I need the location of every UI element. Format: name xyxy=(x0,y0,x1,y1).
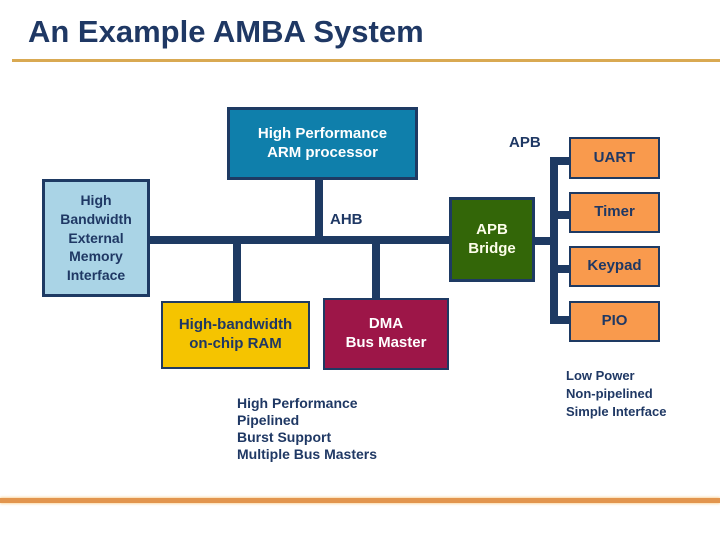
ahb-bus-line xyxy=(150,236,449,244)
connector-bridge-to-apb xyxy=(535,237,555,245)
title-underline xyxy=(12,59,720,62)
apb-bus-label: APB xyxy=(509,134,541,151)
ahb-features-note: High Performance Pipelined Burst Support… xyxy=(237,395,378,462)
node-apb-bridge: APB Bridge xyxy=(449,197,535,282)
node-uart: UART xyxy=(569,137,660,179)
page-title: An Example AMBA System xyxy=(28,14,424,49)
node-dma-bus-master: DMA Bus Master xyxy=(323,298,449,370)
node-keypad: Keypad xyxy=(569,246,660,287)
connector-ahb-to-dma xyxy=(372,242,380,299)
connector-ahb-to-ram xyxy=(233,242,241,302)
node-timer: Timer xyxy=(569,192,660,233)
connector-apb-to-keypad xyxy=(556,265,570,273)
apb-bus-line xyxy=(550,157,558,324)
apb-features-note: Low Power Non-pipelined Simple Interface xyxy=(566,368,667,419)
connector-arm-to-ahb xyxy=(315,178,323,238)
node-on-chip-ram: High-bandwidth on-chip RAM xyxy=(161,301,310,369)
node-pio: PIO xyxy=(569,301,660,342)
connector-apb-to-uart xyxy=(556,157,570,165)
bottom-rule xyxy=(0,498,720,503)
connector-apb-to-pio xyxy=(556,316,570,324)
connector-apb-to-timer xyxy=(556,211,570,219)
ahb-bus-label: AHB xyxy=(330,211,363,228)
node-memory-interface: High Bandwidth External Memory Interface xyxy=(42,179,150,297)
node-arm-processor: High Performance ARM processor xyxy=(227,107,418,180)
